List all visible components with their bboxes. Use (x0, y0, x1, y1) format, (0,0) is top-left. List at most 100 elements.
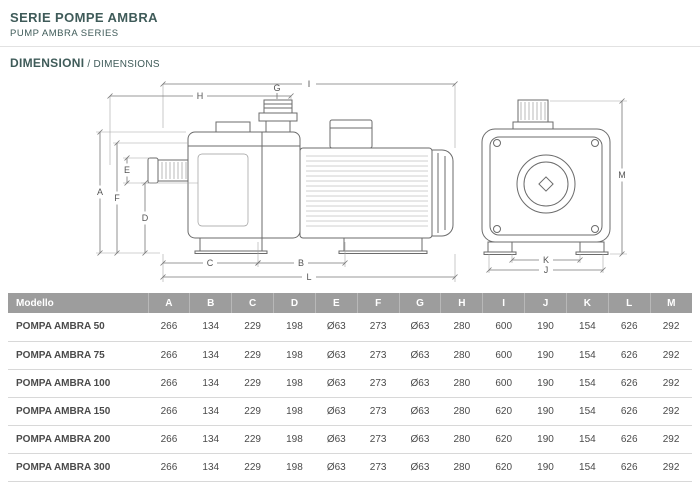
dimension-value-cell: Ø63 (315, 313, 358, 342)
dimension-value-cell: Ø63 (399, 425, 441, 454)
dimension-value-cell: 198 (273, 453, 316, 482)
dimension-value-cell: 292 (650, 453, 692, 482)
column-header-dimension: B (189, 293, 232, 313)
dimension-value-cell: Ø63 (399, 341, 441, 370)
dimension-value-cell: Ø63 (315, 369, 358, 398)
dimension-value-cell: Ø63 (399, 369, 441, 398)
dim-label-d: D (142, 213, 149, 223)
dimension-value-cell: 154 (566, 397, 609, 426)
dimension-value-cell: 134 (189, 341, 232, 370)
dimension-value-cell: 266 (148, 425, 190, 454)
dimension-value-cell: 229 (231, 397, 274, 426)
dim-tick (509, 257, 515, 263)
dim-label-g: G (273, 83, 280, 93)
dimension-value-cell: Ø63 (399, 453, 441, 482)
page-header: SERIE POMPE AMBRA PUMP AMBRA SERIES (0, 0, 700, 39)
dim-tick (452, 274, 458, 280)
dimension-value-cell: 273 (357, 453, 400, 482)
dimension-value-cell: 190 (524, 425, 567, 454)
dimension-value-cell: 292 (650, 369, 692, 398)
dimension-value-cell: 600 (482, 369, 525, 398)
dimension-value-cell: 134 (189, 369, 232, 398)
dim-tick (114, 140, 120, 146)
column-header-dimension: H (440, 293, 483, 313)
dimension-value-cell: 229 (231, 369, 274, 398)
dimension-value-cell: 273 (357, 425, 400, 454)
dimension-value-cell: 600 (482, 341, 525, 370)
dim-tick (577, 257, 583, 263)
column-header-dimension: G (398, 293, 441, 313)
end-view-feet (483, 241, 609, 255)
dimension-value-cell: 620 (482, 453, 525, 482)
dimension-value-cell: 626 (608, 341, 651, 370)
dimension-value-cell: 292 (650, 397, 692, 426)
dimension-value-cell: 620 (482, 397, 525, 426)
dim-label-f: F (114, 193, 120, 203)
dimension-value-cell: 292 (650, 425, 692, 454)
dimension-value-cell: 626 (608, 425, 651, 454)
dimension-value-cell: 266 (148, 313, 190, 342)
dimension-value-cell: 626 (608, 313, 651, 342)
dimension-value-cell: Ø63 (315, 453, 358, 482)
pump-end-view (481, 99, 611, 255)
dim-label-k: K (543, 255, 549, 265)
dim-label-b: B (298, 258, 304, 268)
prefilter-tank (187, 121, 301, 239)
model-name-cell: POMPA AMBRA 75 (8, 341, 148, 370)
model-name-cell: POMPA AMBRA 100 (8, 369, 148, 398)
column-header-dimension: M (649, 293, 692, 313)
dim-tick (124, 180, 130, 186)
column-header-dimension: D (273, 293, 316, 313)
dimension-value-cell: Ø63 (399, 313, 441, 342)
dim-tick (114, 250, 120, 256)
section-title-italian: DIMENSIONI (10, 56, 85, 70)
dimension-value-cell: 292 (650, 313, 692, 342)
dimension-value-cell: 273 (357, 369, 400, 398)
dim-tick (619, 98, 625, 104)
series-subtitle: PUMP AMBRA SERIES (10, 28, 119, 39)
dim-label-j: J (544, 265, 549, 275)
model-name-cell: POMPA AMBRA 200 (8, 425, 148, 454)
column-header-dimension: J (524, 293, 567, 313)
dim-tick (160, 260, 166, 266)
dim-tick (452, 81, 458, 87)
model-name-cell: POMPA AMBRA 150 (8, 397, 148, 426)
fan-cover (431, 149, 454, 237)
dimension-value-cell: 266 (148, 453, 190, 482)
dim-tick (342, 260, 348, 266)
generated-detail (161, 102, 546, 227)
model-name-cell: POMPA AMBRA 50 (8, 313, 148, 342)
dim-tick (142, 250, 148, 256)
dimension-value-cell: 273 (357, 313, 400, 342)
dimension-value-cell: 154 (566, 425, 609, 454)
dimension-value-cell: 266 (148, 397, 190, 426)
dim-tick (486, 267, 492, 273)
dimension-value-cell: 134 (189, 397, 232, 426)
series-title: SERIE POMPE AMBRA (10, 10, 158, 25)
end-view-body (481, 128, 611, 243)
dimension-value-cell: 280 (440, 369, 483, 398)
dimension-value-cell: 280 (440, 341, 483, 370)
dimension-value-cell: 154 (566, 341, 609, 370)
dim-tick (124, 155, 130, 161)
dim-label-c: C (207, 258, 214, 268)
dimension-value-cell: 626 (608, 453, 651, 482)
dim-label-m: M (618, 170, 626, 180)
extension-lines (96, 84, 627, 282)
prefilter-lid (258, 99, 298, 133)
dimension-value-cell: 190 (524, 313, 567, 342)
dimension-value-cell: 198 (273, 341, 316, 370)
dim-tick (142, 180, 148, 186)
model-name-cell: POMPA AMBRA 300 (8, 453, 148, 482)
dimension-value-cell: 620 (482, 425, 525, 454)
dimension-value-cell: 134 (189, 453, 232, 482)
dim-label-a: A (97, 187, 103, 197)
